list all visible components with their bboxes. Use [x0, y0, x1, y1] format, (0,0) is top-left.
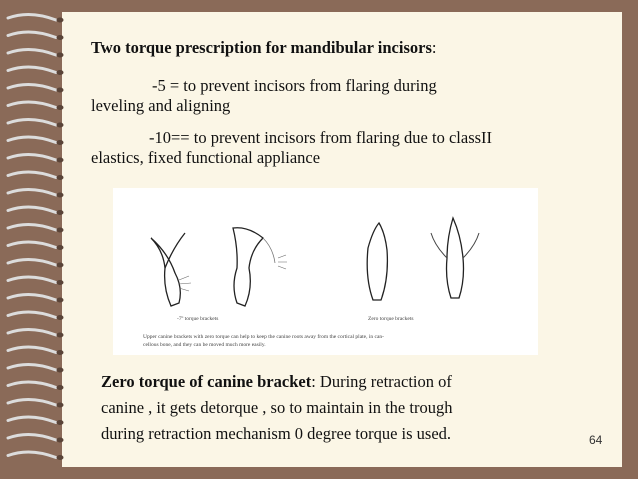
spiral-ring — [6, 135, 58, 144]
heading-colon: : — [431, 38, 437, 57]
spiral-hole — [56, 70, 64, 75]
spiral-hole — [56, 402, 64, 408]
spiral-ring — [6, 433, 58, 442]
spiral-hole — [56, 192, 64, 198]
tooth-2 — [232, 227, 264, 307]
spiral-ring — [6, 345, 58, 354]
spiral-ring — [6, 170, 58, 179]
bottom-line-c: during retraction mechanism 0 degree tor… — [101, 424, 452, 443]
spiral-ring — [6, 48, 58, 57]
spiral-hole — [56, 297, 64, 303]
heading: Two torque prescription for mandibular i… — [91, 38, 436, 58]
bottom-a-text: : During retraction of — [311, 372, 452, 391]
page-number: 64 — [589, 433, 603, 447]
caption-left: -7º torque brackets — [177, 316, 219, 322]
spiral-ring — [6, 258, 58, 267]
spiral-ring — [6, 188, 58, 197]
spiral-hole — [56, 35, 64, 40]
spiral-hole — [56, 437, 64, 443]
spiral-hole — [56, 420, 64, 425]
spiral-hole — [56, 227, 64, 233]
tooth-4 — [445, 216, 465, 299]
spiral-hole — [56, 175, 64, 180]
spiral-ring — [6, 118, 58, 127]
line-2a: -10== to prevent incisors from flaring d… — [149, 128, 493, 147]
spiral-hole — [56, 52, 64, 58]
spiral-hole — [56, 455, 64, 460]
caption-body-2: cellous bone, and they can be moved much… — [143, 342, 266, 348]
spiral-ring — [6, 13, 58, 22]
spiral-binding — [6, 13, 64, 460]
spiral-ring — [6, 205, 58, 214]
spiral-hole — [56, 122, 64, 128]
spiral-ring — [6, 415, 58, 424]
heading-bold: Two torque prescription for mandibular i… — [91, 38, 432, 57]
line-1a: -5 = to prevent incisors from flaring du… — [152, 76, 437, 95]
spiral-hole — [56, 262, 64, 268]
spiral-hole — [56, 140, 64, 145]
spiral-ring — [6, 398, 58, 407]
spiral-ring — [6, 310, 58, 319]
line-2b: elastics, fixed functional appliance — [91, 148, 321, 167]
bottom-bold: Zero torque of canine bracket — [101, 372, 312, 391]
spiral-ring — [6, 363, 58, 372]
spiral-hole — [56, 280, 64, 285]
spiral-hole — [56, 105, 64, 110]
spiral-ring — [6, 30, 58, 39]
spiral-hole — [56, 385, 64, 390]
caption-right: Zero torque brackets — [368, 316, 414, 322]
spiral-hole — [56, 17, 64, 23]
spiral-hole — [56, 332, 64, 338]
spiral-ring — [6, 223, 58, 232]
spiral-hole — [56, 157, 64, 163]
spiral-ring — [6, 240, 58, 249]
bottom-line-a: Zero torque of canine bracket: During re… — [101, 372, 452, 392]
spiral-ring — [6, 100, 58, 109]
spiral-ring — [6, 380, 58, 389]
teeth-illustration — [150, 216, 480, 307]
line-1b: leveling and aligning — [91, 96, 231, 115]
tooth-1 — [150, 237, 181, 307]
spiral-ring — [6, 65, 58, 74]
spiral-hole — [56, 350, 64, 355]
spiral-hole — [56, 245, 64, 250]
spiral-ring — [6, 450, 58, 459]
tooth-1-root — [164, 232, 186, 269]
spiral-hole — [56, 210, 64, 215]
spiral-hole — [56, 87, 64, 93]
spiral-ring — [6, 275, 58, 284]
spiral-ring — [6, 153, 58, 162]
spiral-ring — [6, 328, 58, 337]
tooth-3 — [366, 221, 389, 301]
caption-body-1: Upper canine brackets with zero torque c… — [143, 334, 384, 340]
spiral-ring — [6, 293, 58, 302]
spiral-ring — [6, 83, 58, 92]
torque-figure: -7º torque brackets Zero torque brackets… — [113, 188, 538, 355]
spiral-hole — [56, 367, 64, 373]
bottom-line-b: canine , it gets detorque , so to mainta… — [101, 398, 453, 417]
spiral-hole — [56, 315, 64, 320]
